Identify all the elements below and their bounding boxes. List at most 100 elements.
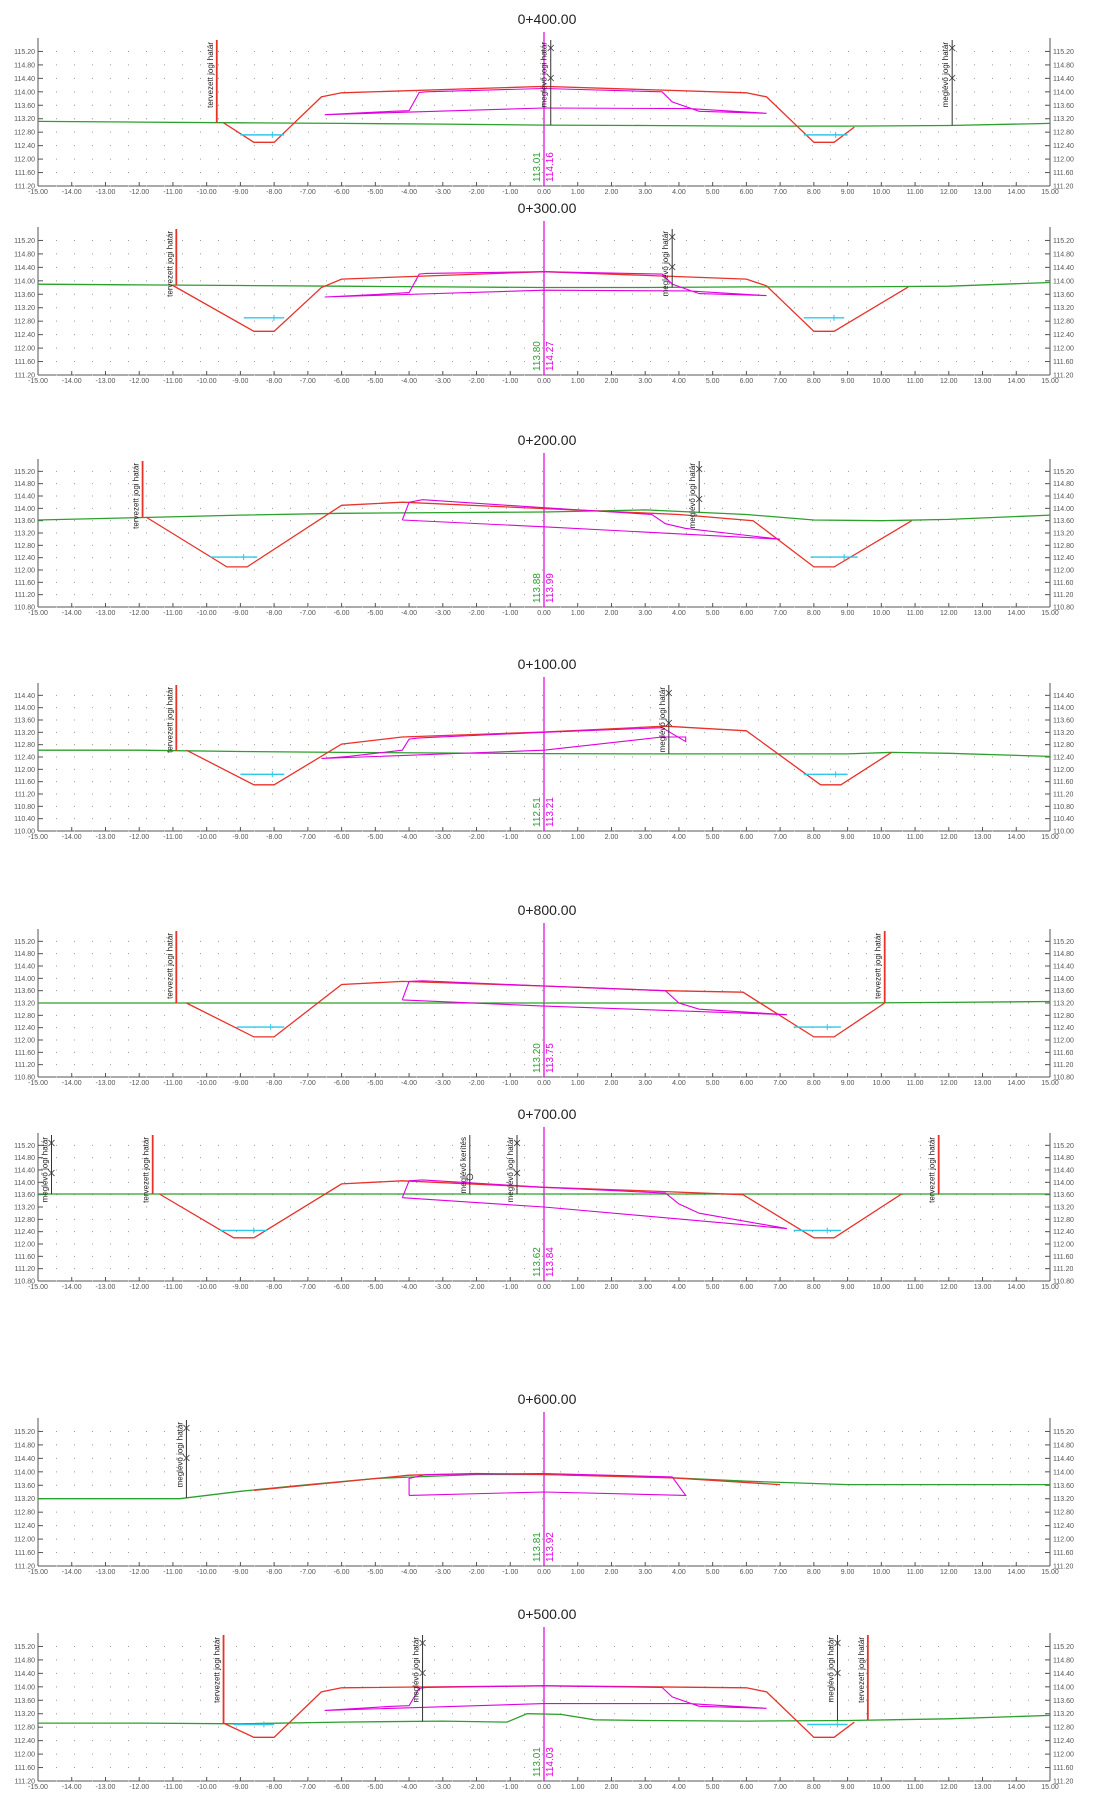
- y-tick-label-right: 112.40: [1053, 555, 1074, 562]
- x-tick-label: 9.00: [841, 1284, 855, 1291]
- x-tick-label: -12.00: [129, 1080, 149, 1087]
- x-tick-label: -8.00: [266, 1284, 282, 1291]
- x-tick-label: -10.00: [197, 1784, 217, 1791]
- y-tick-label-left: 110.80: [14, 804, 35, 811]
- x-tick-label: -1.00: [502, 1284, 518, 1291]
- x-tick-label: -13.00: [96, 1284, 116, 1291]
- x-tick-label: -5.00: [367, 378, 383, 385]
- x-tick-label: -1.00: [502, 1784, 518, 1791]
- boundary-label: meglévő jogi határ: [40, 1137, 49, 1203]
- x-tick-label: -3.00: [435, 1284, 451, 1291]
- y-tick-label-right: 112.80: [1053, 543, 1074, 550]
- y-tick-label-right: 114.40: [1053, 1671, 1074, 1678]
- x-tick-label: 10.00: [873, 834, 891, 841]
- x-tick-label: -6.00: [334, 1784, 350, 1791]
- y-tick-label-right: 112.80: [1053, 319, 1074, 326]
- x-tick-label: -5.00: [367, 1080, 383, 1087]
- x-tick-label: -1.00: [502, 1080, 518, 1087]
- x-tick-label: 1.00: [571, 834, 585, 841]
- boundary-stone-icon: [513, 1169, 521, 1177]
- y-tick-label-right: 114.80: [1053, 1155, 1074, 1162]
- y-tick-label-right: 111.60: [1053, 779, 1073, 786]
- boundary-stone-icon: [48, 1139, 55, 1147]
- x-tick-label: 15.00: [1041, 189, 1059, 196]
- x-tick-label: -11.00: [163, 610, 182, 617]
- x-tick-label: -7.00: [300, 1284, 316, 1291]
- y-tick-label-right: 113.60: [1053, 1483, 1074, 1490]
- x-tick-label: -3.00: [435, 378, 451, 385]
- x-tick-label: 3.00: [638, 1784, 652, 1791]
- x-tick-label: 6.00: [740, 610, 754, 617]
- x-tick-label: -2.00: [469, 1784, 485, 1791]
- y-tick-label-right: 113.20: [1053, 116, 1074, 123]
- y-tick-label-right: 114.00: [1053, 506, 1074, 513]
- x-tick-label: 12.00: [940, 1784, 958, 1791]
- x-tick-label: 3.00: [638, 378, 652, 385]
- y-tick-label-right: 111.20: [1053, 1062, 1073, 1069]
- x-tick-label: 4.00: [672, 189, 686, 196]
- x-tick-label: 9.00: [841, 1569, 855, 1576]
- x-tick-label: -6.00: [334, 834, 350, 841]
- x-tick-label: 14.00: [1008, 834, 1026, 841]
- y-tick-label-right: 114.00: [1053, 1180, 1074, 1187]
- x-tick-label: -4.00: [401, 378, 417, 385]
- x-tick-label: -11.00: [163, 1284, 182, 1291]
- y-tick-label-left: 114.00: [14, 89, 35, 96]
- x-tick-label: 6.00: [740, 834, 754, 841]
- y-tick-label-left: 115.20: [14, 1143, 35, 1150]
- x-tick-label: -12.00: [129, 610, 149, 617]
- y-tick-label-right: 111.20: [1053, 1564, 1073, 1571]
- design-elevation-label: 114.27: [545, 341, 556, 371]
- y-tick-label-left: 114.80: [14, 1155, 35, 1162]
- y-tick-label-right: 115.20: [1053, 1429, 1074, 1436]
- x-tick-label: -15.00: [28, 378, 48, 385]
- boundary-stone-icon: [668, 263, 676, 271]
- y-tick-label-right: 112.00: [1053, 1537, 1074, 1544]
- x-tick-label: 15.00: [1041, 1080, 1059, 1087]
- x-tick-label: -3.00: [435, 1784, 451, 1791]
- x-tick-label: 5.00: [706, 1569, 720, 1576]
- x-tick-label: 8.00: [807, 1284, 821, 1291]
- x-tick-label: 13.00: [974, 1569, 992, 1576]
- existing-elevation-label: 113.62: [532, 1247, 543, 1277]
- y-tick-label-right: 113.20: [1053, 1001, 1074, 1008]
- x-tick-label: 0.00: [537, 834, 551, 841]
- y-tick-label-right: 112.00: [1053, 767, 1074, 774]
- x-tick-label: 11.00: [907, 1284, 924, 1291]
- station-title: 0+600.00: [518, 1391, 577, 1407]
- x-tick-label: -4.00: [401, 610, 417, 617]
- y-tick-label-left: 111.20: [15, 184, 35, 191]
- boundary-stone-icon: [948, 44, 956, 52]
- x-tick-label: -11.00: [163, 1080, 182, 1087]
- y-tick-label-left: 115.20: [14, 1644, 35, 1651]
- x-tick-label: 14.00: [1008, 189, 1026, 196]
- x-tick-label: -15.00: [28, 1080, 48, 1087]
- boundary-stone-icon: [419, 1669, 426, 1677]
- y-tick-label-left: 114.40: [14, 1671, 35, 1678]
- x-tick-label: 0.00: [537, 610, 551, 617]
- y-tick-label-right: 112.40: [1053, 1229, 1074, 1236]
- boundary-stone-icon: [183, 1454, 190, 1462]
- x-tick-label: -8.00: [266, 1569, 282, 1576]
- y-tick-label-left: 113.20: [14, 1496, 35, 1503]
- y-tick-label-right: 111.60: [1053, 1765, 1073, 1772]
- fence-post-icon: [466, 1173, 474, 1181]
- x-tick-label: -8.00: [266, 378, 282, 385]
- x-tick-label: -3.00: [435, 610, 451, 617]
- x-tick-label: 0.00: [537, 1080, 551, 1087]
- x-tick-label: -5.00: [367, 1784, 383, 1791]
- x-tick-label: -13.00: [96, 1569, 116, 1576]
- x-tick-label: -13.00: [96, 378, 116, 385]
- x-tick-label: -10.00: [197, 1080, 217, 1087]
- boundary-label: meglévő jogi határ: [540, 42, 549, 108]
- x-tick-label: 10.00: [873, 610, 891, 617]
- x-tick-label: -11.00: [163, 834, 182, 841]
- y-tick-label-left: 113.20: [14, 531, 35, 538]
- x-tick-label: -8.00: [266, 610, 282, 617]
- boundary-stone-icon: [547, 44, 555, 52]
- y-tick-label-left: 113.20: [14, 730, 35, 737]
- station-title: 0+200.00: [518, 432, 577, 448]
- x-tick-label: 1.00: [571, 1569, 585, 1576]
